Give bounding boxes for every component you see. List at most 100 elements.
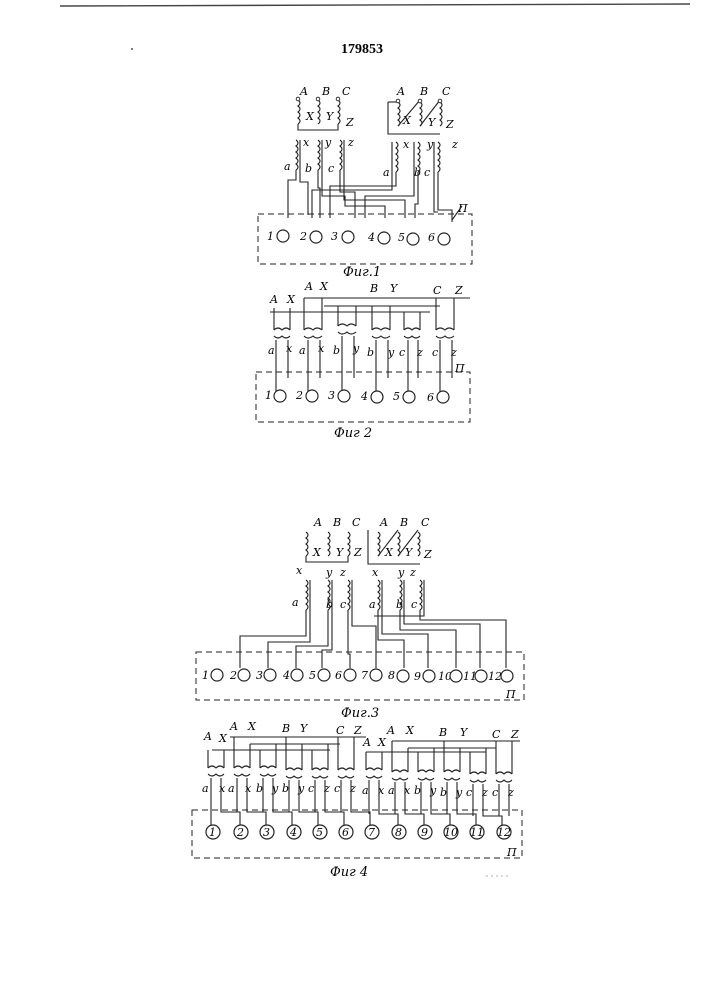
fig2-terminal-3 bbox=[338, 390, 350, 402]
fig2-secondary-labels: a x a x b y b y c z c z bbox=[268, 342, 457, 359]
fig4-label-A1: A bbox=[203, 730, 212, 743]
fig3-label-Z: Z bbox=[353, 546, 362, 559]
fig4-sec-z1: z bbox=[323, 782, 330, 795]
fig4-terminal-label-11: 11 bbox=[470, 826, 484, 839]
fig3-terminal-7 bbox=[370, 669, 382, 681]
fig4-label-X4: X bbox=[405, 724, 415, 737]
fig4-sec-y2: y bbox=[297, 782, 305, 795]
fig1-terminal-label-3: 3 bbox=[331, 230, 338, 243]
fig1-terminal-label-1: 1 bbox=[267, 230, 274, 243]
fig4-label-X3: X bbox=[377, 736, 387, 749]
scan-speck bbox=[131, 48, 133, 50]
fig4-terminal-label-10: 10 bbox=[444, 826, 458, 839]
fig2-sec-z2: z bbox=[450, 346, 457, 359]
fig4-label-Y1: Y bbox=[300, 722, 309, 735]
fig1-terminal-label-6: 6 bbox=[428, 231, 435, 244]
fig4-label-B2: B bbox=[438, 726, 447, 739]
fig3-caption: Фиг.3 bbox=[341, 706, 379, 721]
fig2-label-Y: Y bbox=[390, 282, 399, 295]
fig2-terminal-2 bbox=[306, 390, 318, 402]
fig4-terminal-label-9: 9 bbox=[421, 826, 428, 839]
fig3-terminal-1 bbox=[211, 669, 223, 681]
fig3-r-sec-z: z bbox=[409, 566, 416, 579]
fig4-terminal-label-8: 8 bbox=[395, 826, 402, 839]
fig1-terminal-3 bbox=[342, 231, 354, 243]
fig3-r-label-A: A bbox=[379, 516, 388, 529]
fig2-terminal-label-5: 5 bbox=[393, 390, 400, 403]
fig1-sec-x: x bbox=[303, 136, 310, 149]
fig2-sec-x1: x bbox=[286, 342, 293, 355]
figure-3: A B C X Y Z A B C X Y Z x y z bbox=[196, 516, 524, 721]
fig1-r-label-Y: Y bbox=[428, 116, 437, 129]
figure-1: A B C X Y Z x y z a b c bbox=[258, 85, 472, 280]
fig4-label-Y2: Y bbox=[460, 726, 469, 739]
fig3-label-A: A bbox=[313, 516, 322, 529]
fig2-terminal-label-4: 4 bbox=[360, 390, 368, 403]
fig3-label-B: B bbox=[332, 516, 341, 529]
fig1-terminal-label-2: 2 bbox=[299, 230, 307, 243]
fig4-sec-b1: b bbox=[256, 782, 263, 795]
fig3-terminal-3 bbox=[264, 669, 276, 681]
fig4-terminal-label-3: 3 bbox=[263, 826, 270, 839]
fig4-terminal-label-6: 6 bbox=[342, 826, 349, 839]
fig3-r-sec-a: a bbox=[369, 598, 376, 611]
fig2-terminal-row: 1 2 3 4 5 6 bbox=[265, 389, 449, 404]
fig4-r-sec-a1: a bbox=[362, 784, 369, 797]
fig3-terminal-8 bbox=[397, 670, 409, 682]
fig2-terminal-label-6: 6 bbox=[427, 391, 434, 404]
fig1-label-B: B bbox=[321, 85, 330, 98]
fig4-label-A3: A bbox=[362, 736, 371, 749]
fig4-r-sec-z2: z bbox=[507, 786, 514, 799]
fig1-terminal-6 bbox=[438, 233, 450, 245]
fig1-r-sec-y: y bbox=[426, 138, 434, 151]
fig1-primary-right: A B C X Y Z bbox=[388, 85, 454, 134]
fig1-primary-left: A B C X Y Z bbox=[296, 85, 354, 130]
fig4-sec-x2: x bbox=[245, 782, 252, 795]
fig2-panel-label: П bbox=[454, 362, 465, 375]
fig2-sec-a2: a bbox=[299, 344, 306, 357]
fig1-sec-a: a bbox=[284, 160, 291, 173]
fig4-r-sec-c2: c bbox=[492, 786, 498, 799]
fig2-terminal-6 bbox=[437, 391, 449, 403]
fig4-sec-b2: b bbox=[282, 782, 289, 795]
fig4-r-sec-a2: a bbox=[388, 784, 395, 797]
fig1-r-sec-a: a bbox=[383, 166, 390, 179]
fig4-label-A4: A bbox=[386, 724, 395, 737]
fig3-terminal-label-2: 2 bbox=[229, 669, 237, 682]
fig1-r-sec-x: x bbox=[403, 138, 410, 151]
fig1-caption: Фиг.1 bbox=[343, 265, 381, 280]
fig1-label-A: A bbox=[299, 85, 308, 98]
fig1-sec-c: c bbox=[328, 162, 334, 175]
fig1-r-label-B: B bbox=[419, 85, 428, 98]
fig3-sec-c: c bbox=[340, 598, 346, 611]
fig2-label-B: B bbox=[369, 282, 378, 295]
fig4-label-Z1: Z bbox=[353, 724, 362, 737]
document-number: 179853 bbox=[341, 42, 383, 57]
fig3-label-Y: Y bbox=[336, 546, 345, 559]
fig2-terminal-5 bbox=[403, 391, 415, 403]
fig1-label-Y: Y bbox=[326, 110, 335, 123]
fig3-r-label-Y: Y bbox=[405, 546, 414, 559]
fig2-terminal-label-3: 3 bbox=[328, 389, 335, 402]
fig1-sec-b: b bbox=[305, 162, 312, 175]
fig2-terminal-1 bbox=[274, 390, 286, 402]
fig1-label-Z: Z bbox=[345, 116, 354, 129]
fig3-terminal-12 bbox=[501, 670, 513, 682]
fig2-label-A1: A bbox=[269, 293, 278, 306]
fig3-terminal-label-5: 5 bbox=[309, 669, 316, 682]
fig2-sec-c1: c bbox=[399, 346, 405, 359]
fig3-r-label-X: X bbox=[384, 546, 394, 559]
fig4-label-Z2: Z bbox=[510, 728, 519, 741]
fig4-sec-y1: y bbox=[271, 782, 279, 795]
fig4-secondary-labels: a x a x b y b y c z c z a x a x b y b y … bbox=[202, 782, 514, 799]
fig3-terminal-label-12: 12 bbox=[488, 670, 502, 683]
fig4-panel-label: П bbox=[506, 846, 517, 859]
figure-2: A X A X B Y C Z a x a x bbox=[256, 280, 470, 441]
fig3-terminal-4 bbox=[291, 669, 303, 681]
fig3-sec-a: a bbox=[292, 596, 299, 609]
fig4-terminal-label-1: 1 bbox=[209, 826, 216, 839]
fig4-r-sec-z1: z bbox=[481, 786, 488, 799]
fig1-sec-y: y bbox=[324, 136, 332, 149]
fig4-sec-c1: c bbox=[308, 782, 314, 795]
fig2-sec-z1: z bbox=[416, 346, 423, 359]
